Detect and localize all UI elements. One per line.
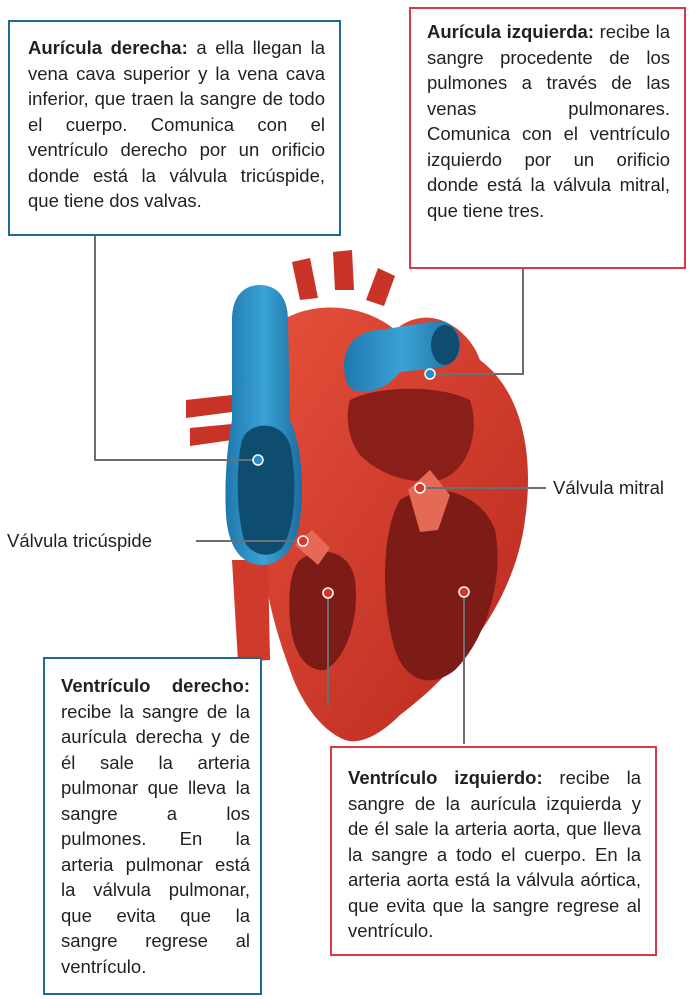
dot-valvula-tricuspide	[298, 536, 308, 546]
dot-auricula-derecha	[253, 455, 263, 465]
text-ventriculo-izquierdo: recibe la sangre de la aurícula izquierd…	[348, 767, 641, 941]
dot-valvula-mitral	[415, 483, 425, 493]
label-valvula-mitral: Válvula mitral	[553, 477, 664, 499]
dot-ventriculo-izquierdo	[459, 587, 469, 597]
aortic-arch-branches	[292, 250, 395, 306]
left-vessels	[186, 395, 232, 446]
box-ventriculo-izquierdo: Ventrículo izquierdo: recibe la sangre d…	[330, 746, 657, 956]
pulmonary-artery-opening	[431, 325, 459, 365]
text-ventriculo-derecho: recibe la sangre de la aurícula derecha …	[61, 701, 250, 977]
text-auricula-derecha: a ella llegan la vena cava superior y la…	[28, 37, 325, 211]
right-atrium-interior	[238, 426, 295, 555]
title-ventriculo-izquierdo: Ventrículo izquierdo:	[348, 767, 559, 788]
title-auricula-izquierda: Aurícula izquierda:	[427, 21, 600, 42]
title-auricula-derecha: Aurícula derecha:	[28, 37, 196, 58]
box-ventriculo-derecho: Ventrículo derecho: recibe la sangre de …	[43, 657, 262, 995]
inferior-vena-cava	[232, 560, 270, 662]
dot-auricula-izquierda	[425, 369, 435, 379]
dot-ventriculo-derecho	[323, 588, 333, 598]
box-auricula-derecha: Aurícula derecha: a ella llegan la vena …	[8, 20, 341, 236]
title-ventriculo-derecho: Ventrículo derecho:	[61, 675, 250, 696]
box-auricula-izquierda: Aurícula izquierda: recibe la sangre pro…	[409, 7, 686, 269]
text-auricula-izquierda: recibe la sangre procedente de los pulmo…	[427, 21, 670, 221]
label-valvula-tricuspide: Válvula tricúspide	[7, 530, 152, 552]
